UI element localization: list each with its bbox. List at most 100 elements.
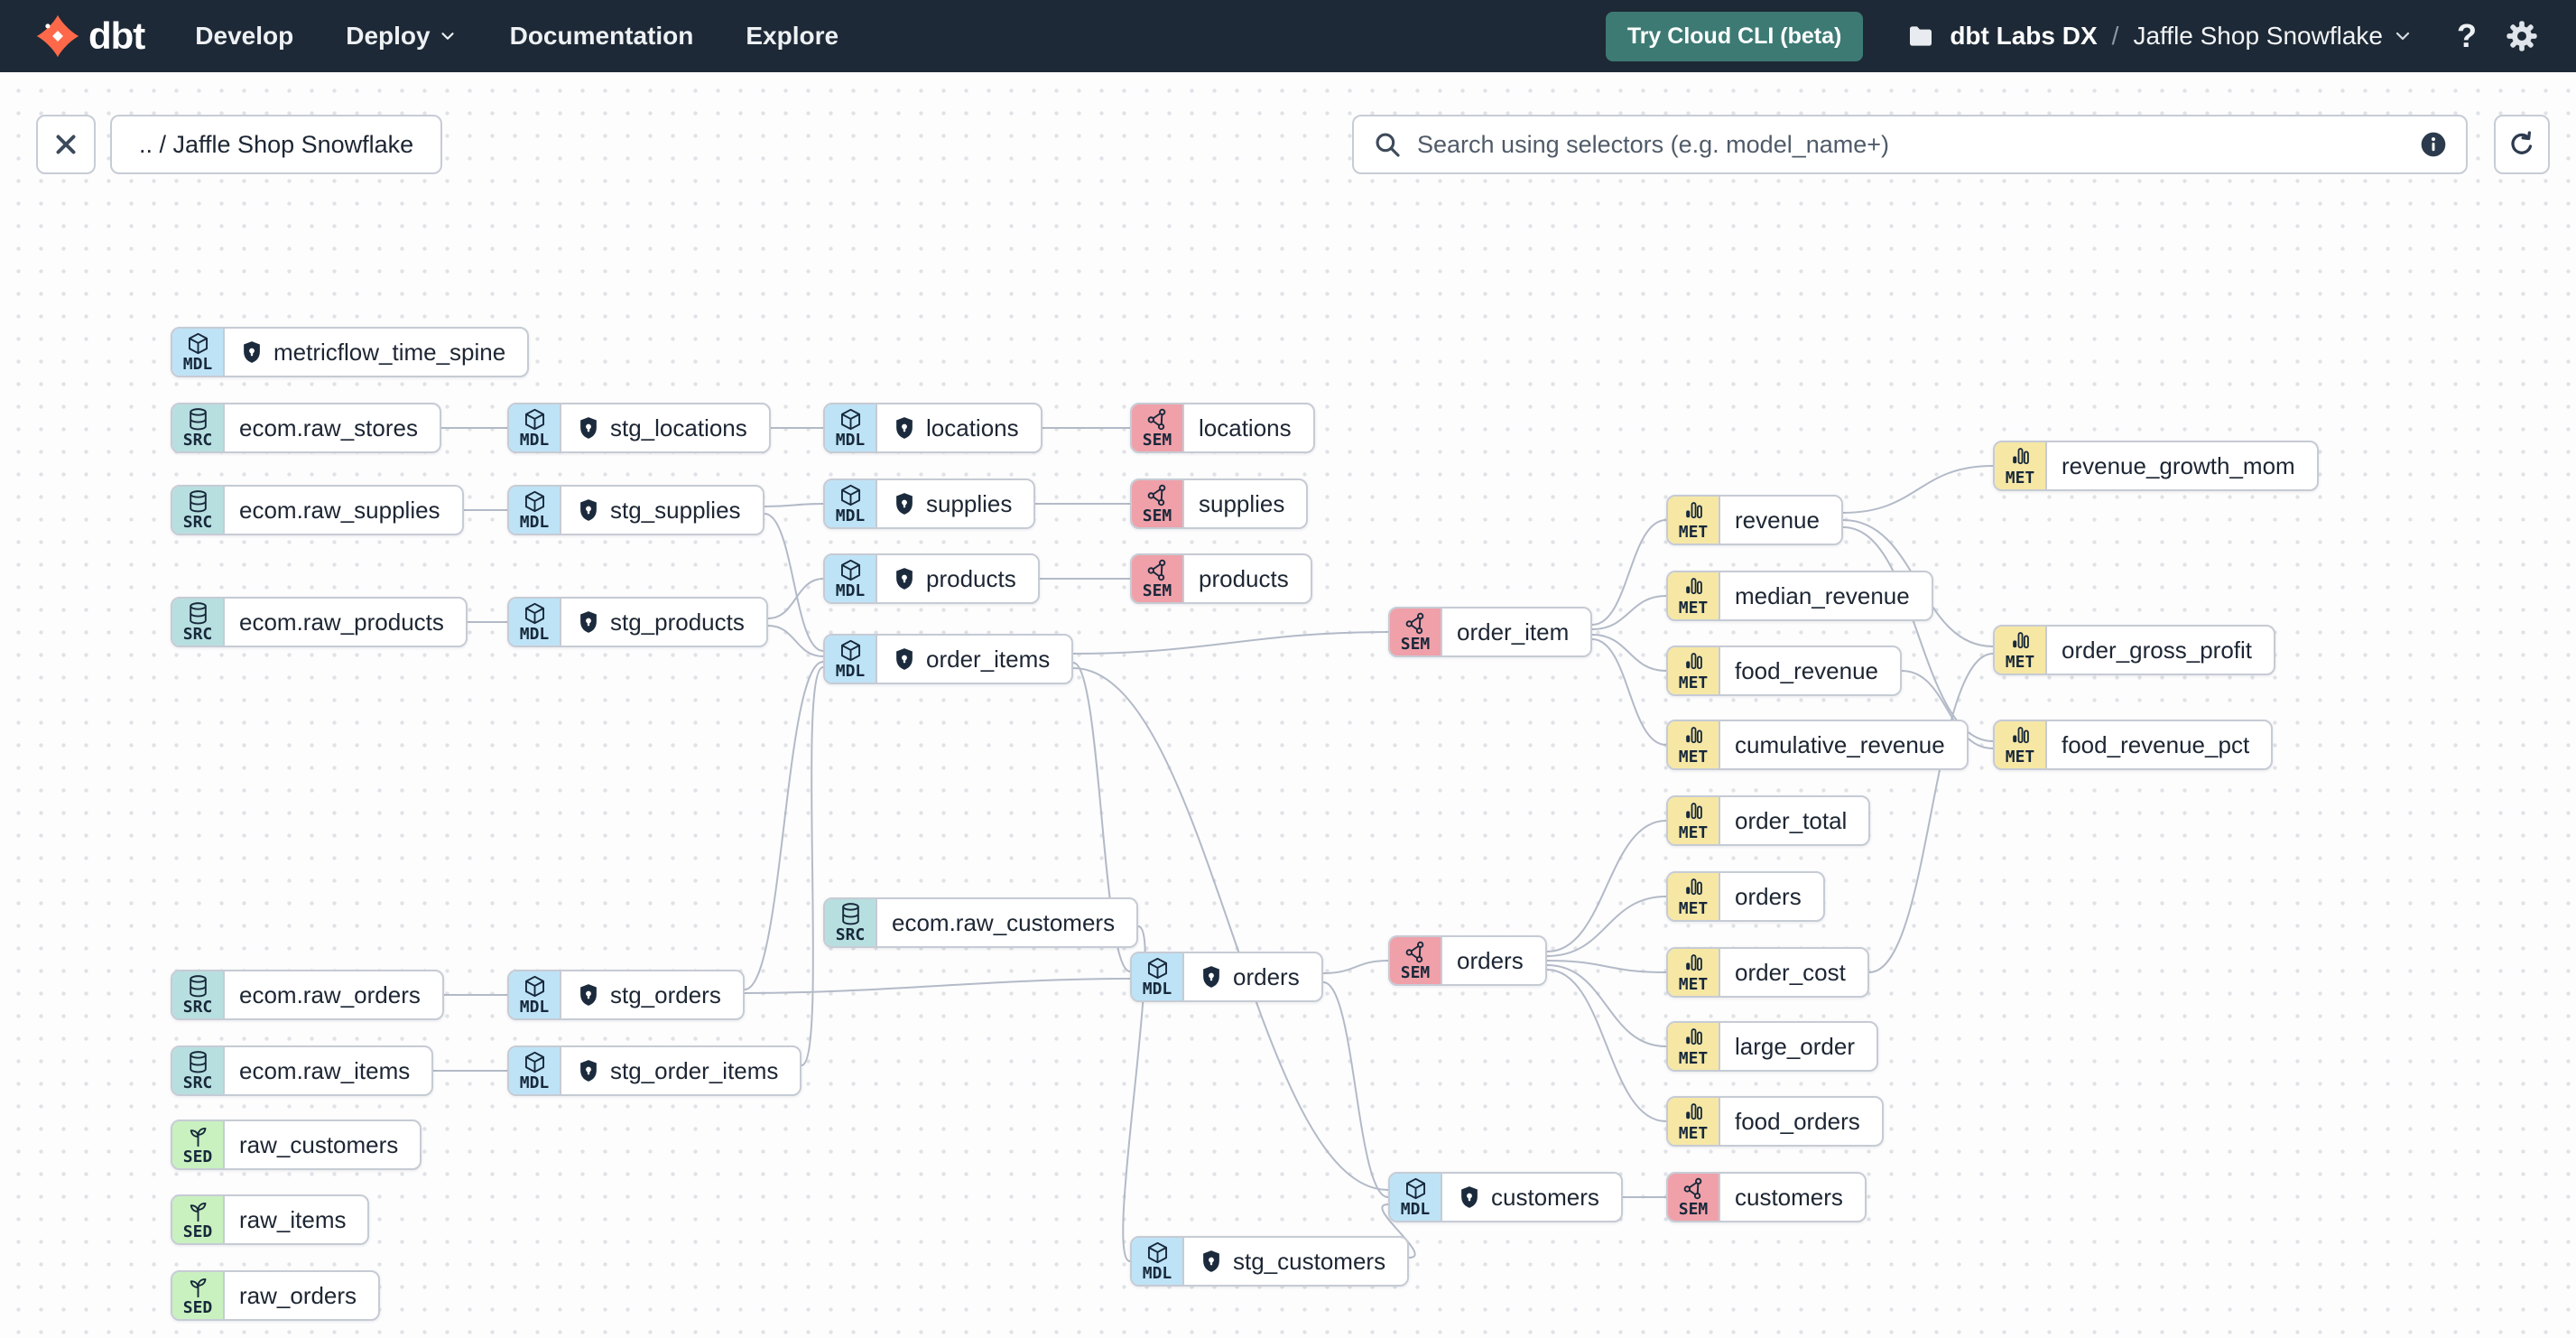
node-label: customers: [1491, 1183, 1599, 1211]
database-icon: [186, 974, 210, 999]
node-type-label: MET: [2005, 653, 2035, 672]
node-mdl_metricflow_time_spine[interactable]: MDL metricflow_time_spine: [171, 327, 530, 377]
node-label: products: [926, 564, 1016, 592]
node-body: supplies: [1184, 480, 1306, 527]
node-label: ecom.raw_supplies: [239, 496, 440, 524]
node-body: revenue: [1720, 497, 1841, 544]
node-type-badge: MET: [1995, 627, 2047, 674]
info-icon[interactable]: [2419, 130, 2448, 159]
help-icon[interactable]: ?: [2457, 17, 2477, 54]
node-type-label: MDL: [519, 625, 550, 644]
node-body: customers: [1442, 1174, 1621, 1221]
database-icon: [186, 407, 210, 432]
node-body: metricflow_time_spine: [225, 329, 527, 376]
cube-icon: [523, 974, 547, 999]
contract-shield-icon: [576, 1058, 601, 1083]
node-type-label: MDL: [182, 355, 213, 374]
node-type-badge: SED: [172, 1272, 225, 1319]
menu-explore[interactable]: Explore: [746, 22, 839, 50]
cube-icon: [186, 331, 210, 356]
node-body: locations: [877, 404, 1041, 451]
search-input[interactable]: [1417, 130, 2419, 159]
account-breadcrumb: dbt Labs DX / Jaffle Shop Snowflake: [1906, 22, 2414, 51]
node-type-label: MDL: [519, 1073, 550, 1092]
database-icon: [186, 1050, 210, 1074]
node-label: revenue_growth_mom: [2062, 451, 2295, 479]
close-lineage-button[interactable]: [36, 115, 96, 174]
menu-develop[interactable]: Develop: [195, 22, 294, 50]
node-type-label: MDL: [835, 662, 866, 681]
node-label: customers: [1735, 1183, 1843, 1211]
contract-shield-icon: [892, 491, 917, 516]
menu-deploy[interactable]: Deploy: [346, 22, 457, 51]
dbt-logo[interactable]: dbt: [36, 14, 145, 58]
folder-icon: [1906, 22, 1935, 51]
refresh-lineage-button[interactable]: [2494, 115, 2550, 174]
project-selector[interactable]: Jaffle Shop Snowflake: [2133, 22, 2414, 51]
database-icon: [839, 902, 863, 926]
account-name[interactable]: dbt Labs DX: [1950, 22, 2098, 50]
node-type-badge: SED: [172, 1196, 225, 1243]
settings-gear-icon[interactable]: [2504, 18, 2540, 54]
semantic-model-icon: [1404, 611, 1428, 636]
try-cloud-cli-button[interactable]: Try Cloud CLI (beta): [1605, 11, 1864, 61]
node-src_ecom_raw_supplies[interactable]: SRC ecom.raw_supplies: [171, 485, 464, 535]
node-mdl_stg_products[interactable]: MDL stg_products: [507, 597, 768, 647]
node-type-badge: MDL: [825, 404, 877, 451]
cube-icon: [1145, 1240, 1170, 1265]
node-type-badge: MET: [1668, 797, 1720, 844]
lineage-breadcrumb-button[interactable]: .. / Jaffle Shop Snowflake: [110, 115, 443, 174]
cube-icon: [839, 483, 863, 507]
node-type-badge: SRC: [172, 487, 225, 534]
node-type-label: MDL: [519, 431, 550, 450]
node-body: median_revenue: [1720, 572, 1932, 619]
node-type-badge: MDL: [509, 404, 561, 451]
node-type-badge: SED: [172, 1121, 225, 1168]
node-label: stg_products: [610, 608, 745, 636]
node-type-label: MDL: [519, 513, 550, 532]
node-type-label: SEM: [1400, 963, 1431, 982]
menu-documentation[interactable]: Documentation: [509, 22, 694, 50]
node-type-badge: MET: [1668, 497, 1720, 544]
contract-shield-icon: [576, 982, 601, 1008]
search-icon: [1372, 129, 1403, 160]
contract-shield-icon: [576, 415, 601, 441]
